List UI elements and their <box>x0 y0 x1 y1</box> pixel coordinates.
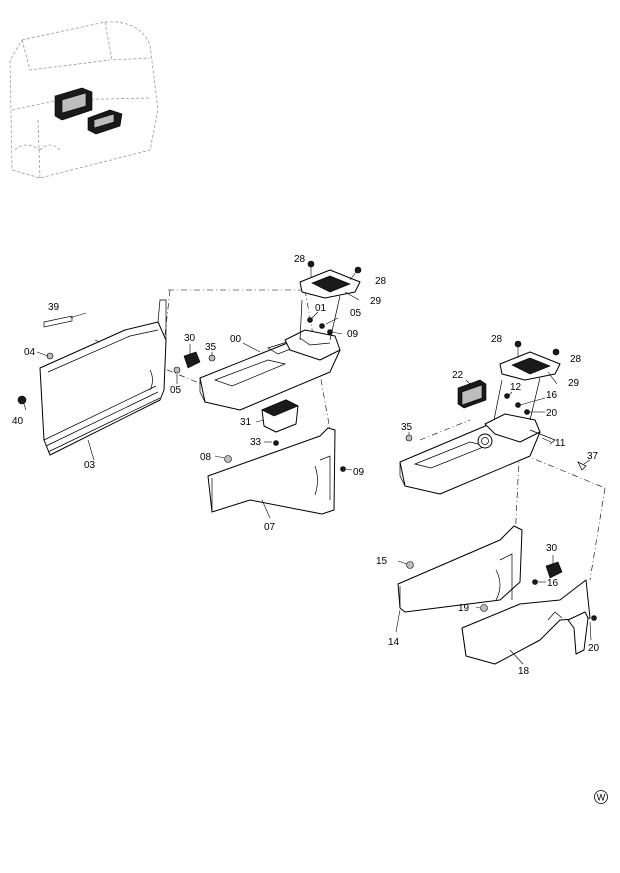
label-39: 39 <box>48 302 60 313</box>
corner-mark: W <box>594 790 608 804</box>
label-14: 14 <box>388 637 400 648</box>
label-31: 31 <box>240 417 252 428</box>
nut-40 <box>17 395 27 405</box>
label-20-upper: 20 <box>546 408 558 419</box>
corner-mark-letter: W <box>597 793 606 803</box>
label-28-b: 28 <box>375 276 387 287</box>
label-30-right: 30 <box>546 543 558 554</box>
right-console-assembly <box>397 340 606 665</box>
label-33: 33 <box>250 437 262 448</box>
label-11: 11 <box>555 438 566 449</box>
label-07: 07 <box>264 522 276 533</box>
lower-cover-07 <box>207 427 336 515</box>
label-35-right: 35 <box>401 422 413 433</box>
grommet-30 <box>183 351 201 369</box>
side-cover-14 <box>397 525 523 613</box>
label-16-lower: 16 <box>547 578 559 589</box>
left-console-assembly <box>17 260 362 515</box>
label-01: 01 <box>315 303 327 314</box>
label-29-right: 29 <box>568 378 580 389</box>
label-29-left: 29 <box>370 296 382 307</box>
label-35-left: 35 <box>205 342 217 353</box>
label-plate-39 <box>43 315 73 328</box>
label-15: 15 <box>376 556 388 567</box>
label-19: 19 <box>458 603 470 614</box>
label-05-upper: 05 <box>350 308 362 319</box>
label-28-c: 28 <box>491 334 503 345</box>
label-08: 08 <box>200 452 212 463</box>
leader-lines <box>23 291 592 665</box>
label-28-d: 28 <box>570 354 582 365</box>
label-28-a: 28 <box>294 254 306 265</box>
label-12: 12 <box>510 382 522 393</box>
label-03: 03 <box>84 460 96 471</box>
cab-overview-thumbnail <box>9 21 159 179</box>
label-05-lower: 05 <box>170 385 182 396</box>
label-09-lower: 09 <box>353 467 365 478</box>
label-04: 04 <box>24 347 36 358</box>
label-16-upper: 16 <box>546 390 558 401</box>
label-18: 18 <box>518 666 530 677</box>
label-30-left: 30 <box>184 333 196 344</box>
label-22: 22 <box>452 370 464 381</box>
label-37: 37 <box>587 451 599 462</box>
label-00: 00 <box>230 334 242 345</box>
part-labels: 39 04 40 03 30 35 05 00 28 28 29 01 05 0… <box>12 254 600 677</box>
label-20-lower: 20 <box>588 643 600 654</box>
label-40: 40 <box>12 416 24 427</box>
side-cover-03 <box>39 321 167 456</box>
label-09-upper: 09 <box>347 329 359 340</box>
